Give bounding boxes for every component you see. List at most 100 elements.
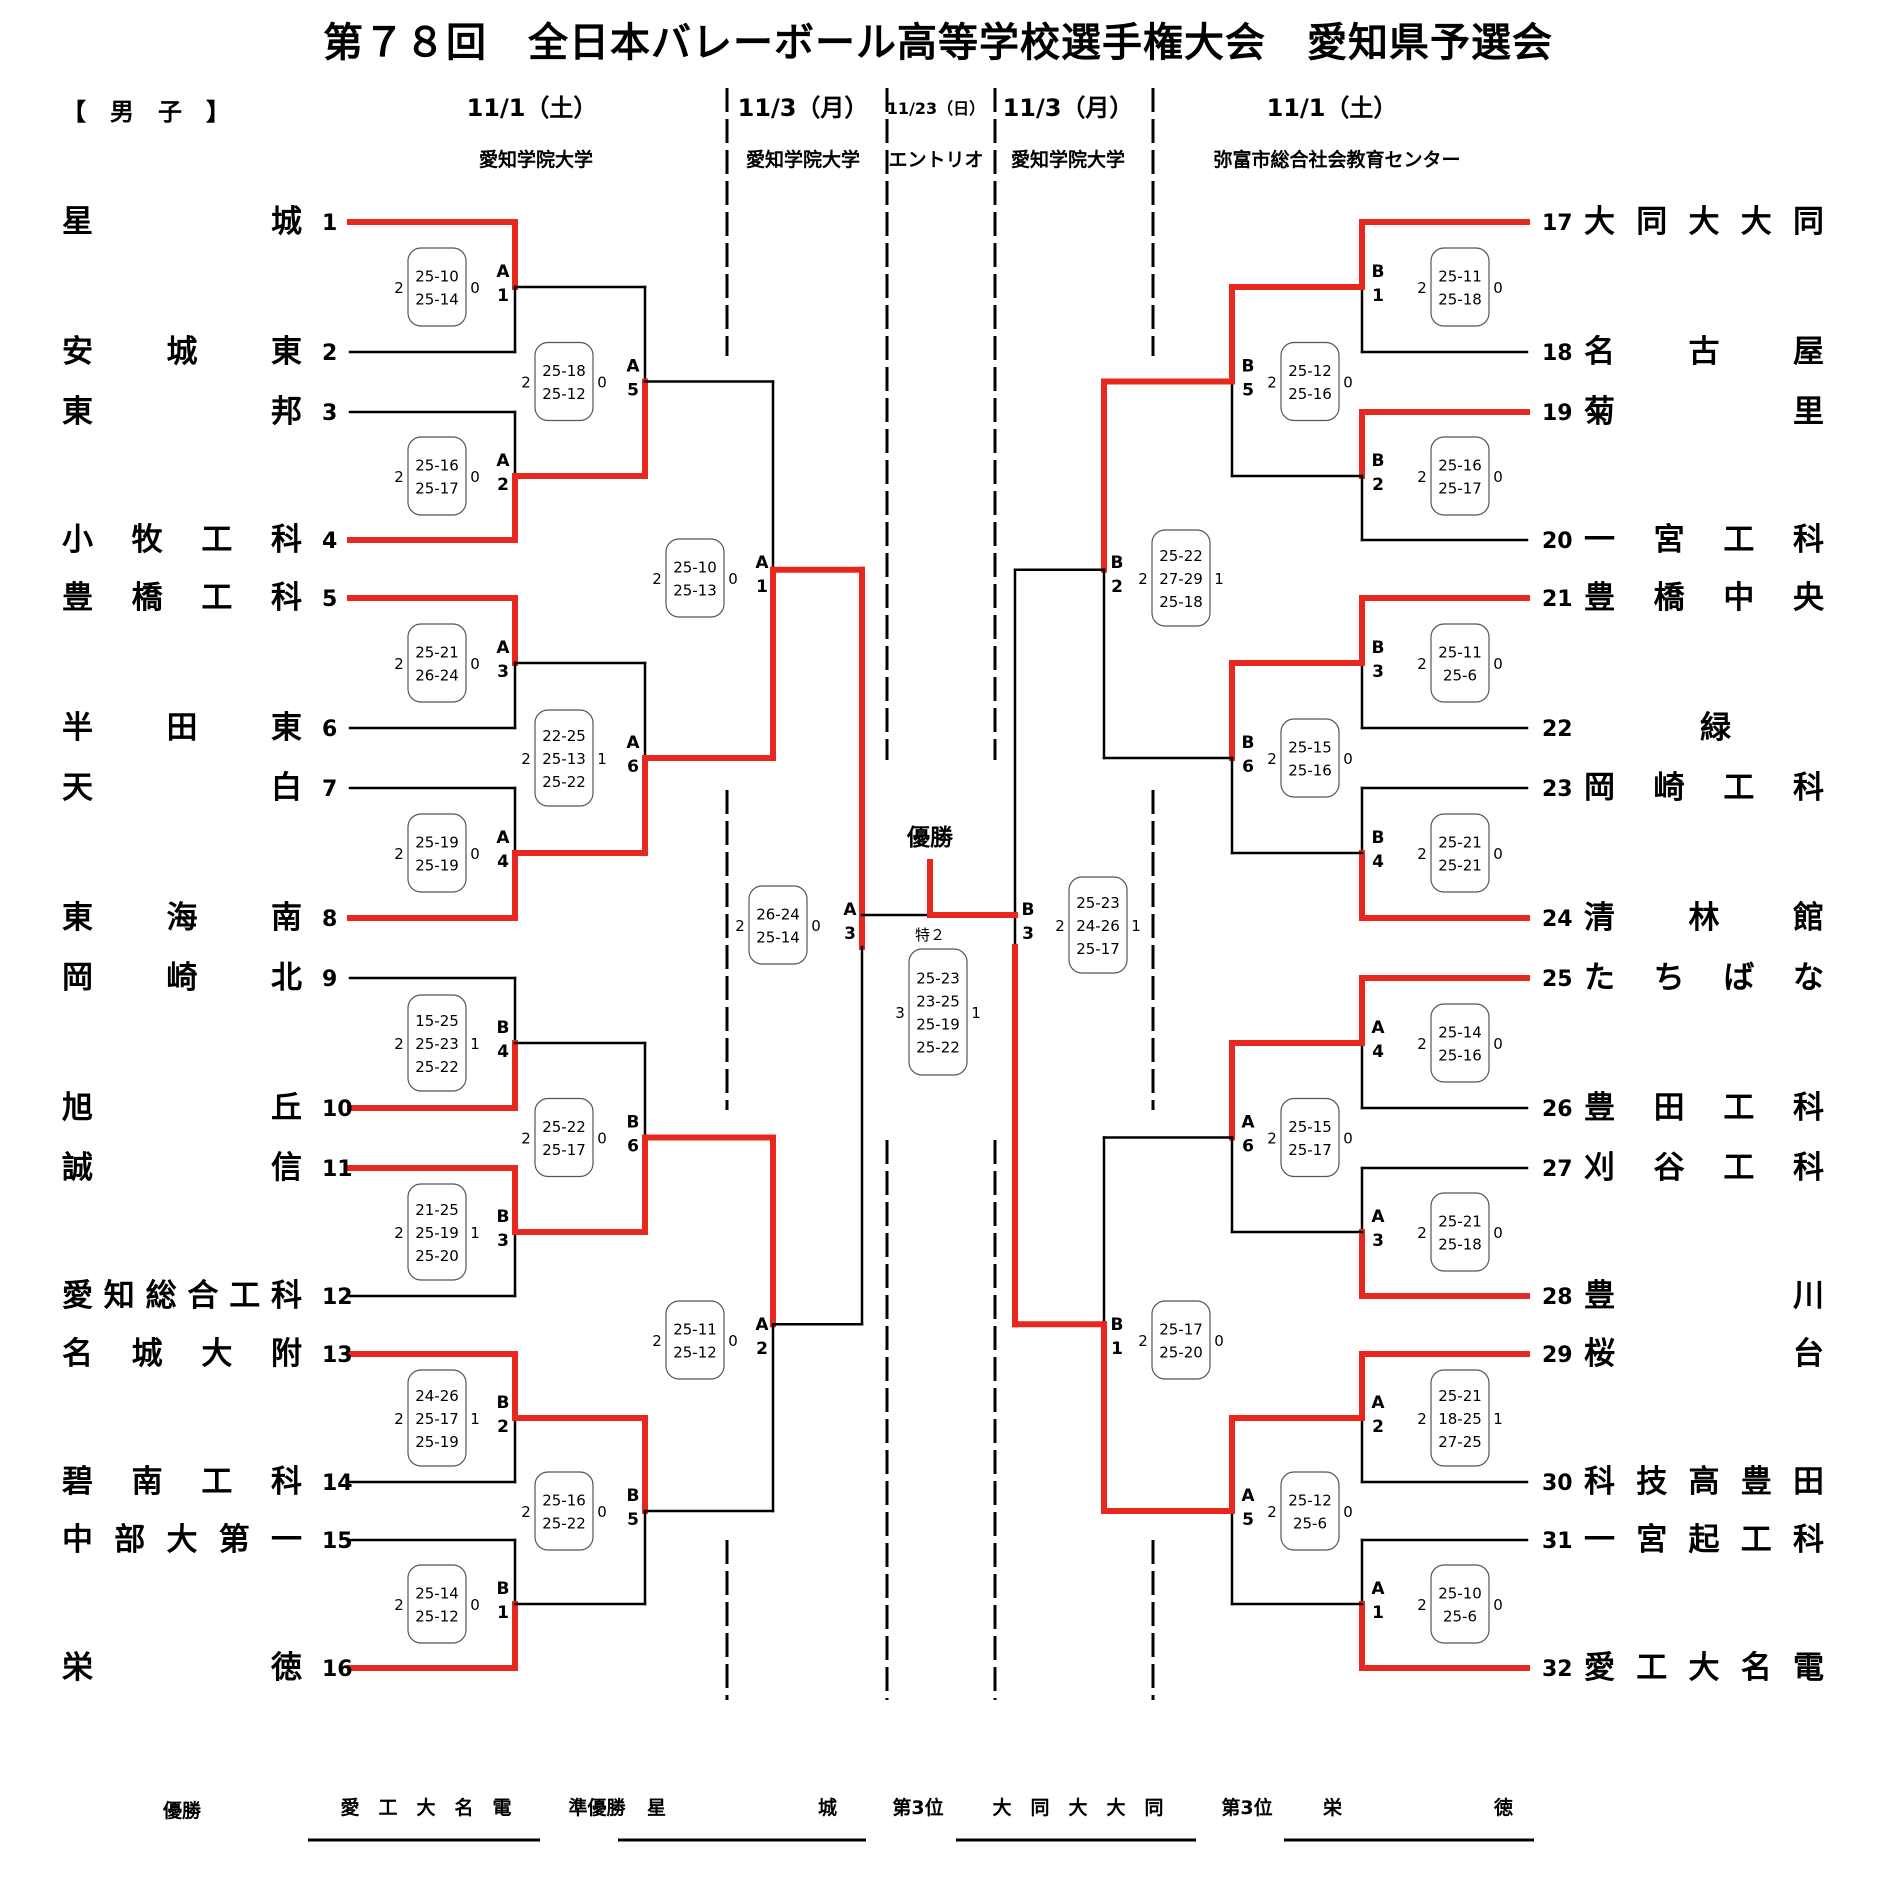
- right-semi-match-code-letter: B: [1022, 900, 1035, 920]
- right-r2-match-code-letter: B: [1242, 733, 1255, 753]
- left-r1-match-code-letter: B: [497, 1018, 510, 1038]
- left-r2-match-code-letter: B: [627, 1486, 640, 1506]
- left-r1-match-set-score: 26-24: [415, 667, 459, 685]
- left-team-seed: 1: [322, 211, 337, 236]
- left-r3-match-set-score: 25-11: [673, 1321, 717, 1339]
- left-r2-match-code-number: 6: [627, 757, 639, 777]
- left-r2-match-code-number: 5: [627, 381, 639, 401]
- date-2: 11/3（月）: [738, 94, 869, 122]
- left-team-seed: 7: [322, 777, 337, 802]
- right-r1-match-frame: [1430, 1369, 1490, 1467]
- left-r3-match-code-letter: A: [755, 553, 769, 573]
- right-r2-match-code-letter: A: [1241, 1486, 1255, 1506]
- right-r1-match-sets-lost: 0: [1493, 1596, 1503, 1614]
- final-match-set-score: 25-22: [916, 1039, 960, 1057]
- right-team-name: 科技高豊田: [1584, 1464, 1824, 1500]
- left-r2-match-set-score: 22-25: [542, 727, 586, 745]
- right-team-seed: 32: [1542, 1657, 1573, 1682]
- venue-1: 愛知学院大学: [479, 148, 593, 171]
- left-r1-match-code-letter: B: [497, 1207, 510, 1227]
- result-2-label: 準優勝: [568, 1796, 626, 1819]
- right-r1-match-sets-lost: 0: [1493, 279, 1503, 297]
- left-r2-match-set-score: 25-22: [542, 1515, 586, 1533]
- left-team-name: 東 海 南: [62, 900, 302, 936]
- left-r1-match-code-number: 2: [497, 475, 509, 495]
- left-r1-match-sets-won: 2: [394, 1035, 404, 1053]
- left-r2-match-sets-lost: 0: [597, 1130, 607, 1148]
- left-team-seed: 9: [322, 967, 337, 992]
- left-team-name: 岡 崎 北: [62, 960, 302, 996]
- left-r1-match-sets-lost: 1: [470, 1410, 480, 1428]
- right-r1-match-set-score: 25-16: [1438, 457, 1482, 475]
- left-team-name: 栄 徳: [62, 1650, 302, 1686]
- right-r3-match-code-number: 2: [1111, 577, 1123, 597]
- left-r1-match-set-score: 25-19: [415, 1224, 459, 1242]
- right-r2-match-set-score: 25-12: [1288, 362, 1332, 380]
- right-r1-match-code-number: 3: [1372, 1231, 1384, 1251]
- left-team-seed: 12: [322, 1285, 353, 1310]
- left-r1-match-set-score: 25-12: [415, 1608, 459, 1626]
- left-r1-match-sets-lost: 0: [470, 279, 480, 297]
- right-r1-match-sets-won: 2: [1417, 468, 1427, 486]
- left-r1-match-frame: [407, 1564, 467, 1644]
- right-r1-match-code-letter: A: [1371, 1207, 1385, 1227]
- left-r2-match-frame: [534, 1097, 594, 1178]
- left-team-name: 碧南工科: [62, 1464, 302, 1500]
- left-r2-match-set-score: 25-17: [542, 1141, 586, 1159]
- right-r1-match-set-score: 25-21: [1438, 1213, 1482, 1231]
- left-team-name: 半 田 東: [62, 710, 302, 746]
- left-r2-match-code-letter: A: [626, 357, 640, 377]
- left-r1-match-sets-won: 2: [394, 279, 404, 297]
- right-r2-match-sets-lost: 0: [1343, 1130, 1353, 1148]
- left-r3-match-code-number: 1: [756, 577, 768, 597]
- left-r2-match-set-score: 25-18: [542, 362, 586, 380]
- right-semi-match-frame: [1068, 876, 1128, 974]
- left-r1-match-sets-won: 2: [394, 468, 404, 486]
- right-r2-match-frame: [1280, 1097, 1340, 1178]
- right-r1-match-sets-won: 2: [1417, 1410, 1427, 1428]
- left-r1-match-set-score: 25-14: [415, 1585, 459, 1603]
- venue-5: 弥富市総合社会教育センター: [1213, 148, 1460, 171]
- left-r1-match-set-score: 21-25: [415, 1201, 459, 1219]
- right-r1-match-code-number: 4: [1372, 1042, 1384, 1062]
- left-r1-match-sets-won: 2: [394, 1224, 404, 1242]
- right-team-name: 豊田工科: [1584, 1090, 1824, 1126]
- right-r3-match-sets-won: 2: [1138, 1332, 1148, 1350]
- right-r1-match-code-number: 1: [1372, 286, 1384, 306]
- right-team-name: 一宮工科: [1584, 522, 1824, 558]
- right-semi-match-code-number: 3: [1022, 924, 1034, 944]
- right-r2-match-set-score: 25-16: [1288, 762, 1332, 780]
- left-r1-match-set-score: 15-25: [415, 1012, 459, 1030]
- right-r1-match-frame: [1430, 436, 1490, 516]
- right-r3-match-set-score: 25-22: [1159, 547, 1203, 565]
- left-semi-match-frame: [748, 885, 808, 965]
- left-r3-match-code-number: 2: [756, 1339, 768, 1359]
- right-r2-match-set-score: 25-15: [1288, 1118, 1332, 1136]
- right-team-seed: 23: [1542, 777, 1573, 802]
- right-team-seed: 17: [1542, 211, 1573, 236]
- left-team-seed: 11: [322, 1157, 353, 1182]
- right-r3-match-set-score: 25-17: [1159, 1321, 1203, 1339]
- left-r2-match-sets-lost: 0: [597, 374, 607, 392]
- left-r3-match-sets-won: 2: [652, 1332, 662, 1350]
- left-r1-match-frame: [407, 813, 467, 893]
- left-r1-match-sets-lost: 0: [470, 468, 480, 486]
- left-r3-match-sets-lost: 0: [728, 1332, 738, 1350]
- left-semi-match-set-score: 26-24: [756, 906, 800, 924]
- right-team-name: 一宮起工科: [1584, 1522, 1824, 1558]
- left-r1-match-set-score: 25-17: [415, 480, 459, 498]
- right-semi-match-set-score: 25-23: [1076, 894, 1120, 912]
- right-r1-match-code-letter: B: [1372, 451, 1385, 471]
- date-3: 11/23（日）: [887, 99, 985, 118]
- right-r3-match-frame: [1151, 529, 1211, 627]
- right-r1-match-code-number: 2: [1372, 475, 1384, 495]
- left-r1-match-set-score: 25-20: [415, 1247, 459, 1265]
- left-r1-match-code-number: 3: [497, 662, 509, 682]
- left-r1-match-set-score: 25-14: [415, 291, 459, 309]
- right-r2-match-code-number: 6: [1242, 1137, 1254, 1157]
- left-team-name: 東 邦: [62, 394, 302, 430]
- right-r1-match-set-score: 25-21: [1438, 1387, 1482, 1405]
- venue-3: エントリオ: [888, 149, 983, 171]
- date-5: 11/1（土）: [1267, 94, 1398, 122]
